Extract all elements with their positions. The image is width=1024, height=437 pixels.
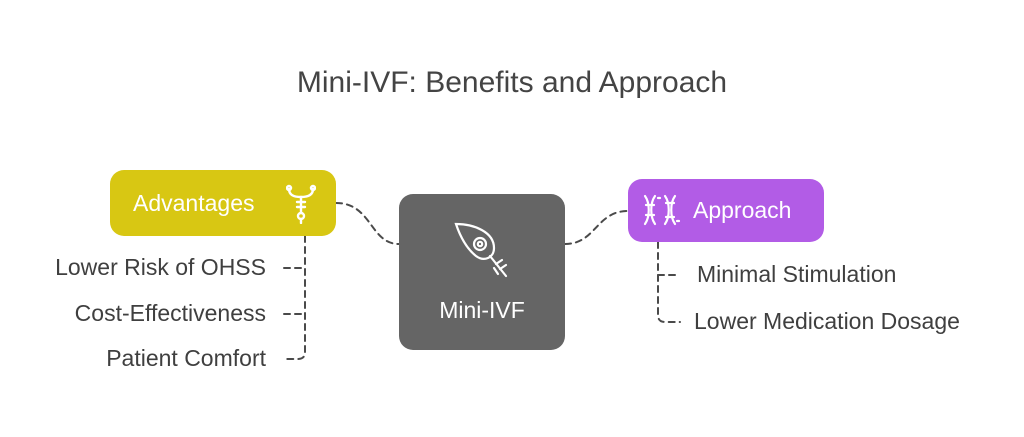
connector-approach-branch — [657, 241, 681, 323]
approach-item: Lower Medication Dosage — [694, 308, 960, 334]
center-node: Mini-IVF — [399, 194, 565, 350]
advantage-item: Cost-Effectiveness — [74, 300, 266, 326]
connector-approach-center — [564, 210, 629, 245]
egg-sperm-icon — [450, 218, 514, 287]
diagram-title: Mini-IVF: Benefits and Approach — [296, 66, 728, 99]
approach-item: Minimal Stimulation — [697, 261, 897, 287]
center-label: Mini-IVF — [439, 297, 525, 323]
iud-icon — [285, 184, 317, 230]
advantage-item: Patient Comfort — [106, 345, 266, 371]
advantages-node: Advantages — [110, 170, 336, 236]
connector-advantages-branch — [283, 235, 306, 360]
advantage-item: Lower Risk of OHSS — [55, 254, 266, 280]
connector-advantages-center — [335, 202, 400, 245]
approach-label: Approach — [693, 197, 792, 223]
chromosome-icon — [641, 193, 681, 233]
approach-node: Approach — [628, 179, 824, 242]
advantages-label: Advantages — [133, 189, 255, 216]
